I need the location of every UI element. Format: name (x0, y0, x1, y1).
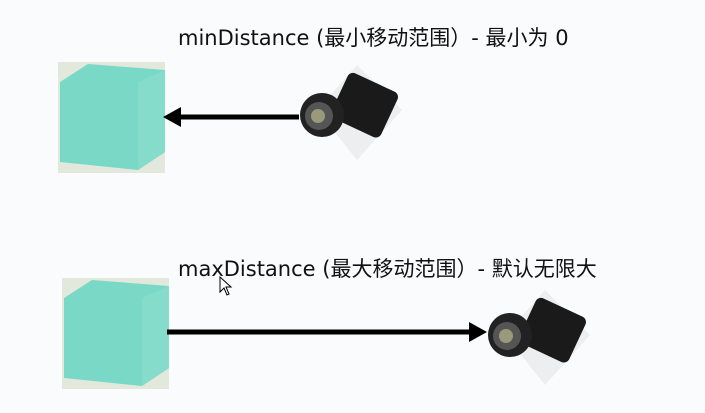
mouse-cursor-icon (219, 276, 233, 296)
min-distance-title: minDistance (最小移动范围）- 最小为 0 (178, 26, 569, 50)
camera-icon-min (300, 65, 402, 160)
cube-image-max (62, 278, 169, 389)
cube-image-min (58, 62, 165, 173)
camera-icon-max (488, 290, 590, 385)
arrow-right (167, 322, 487, 342)
arrow-left (163, 107, 299, 127)
max-distance-title: maxDistance (最大移动范围）- 默认无限大 (178, 257, 597, 281)
